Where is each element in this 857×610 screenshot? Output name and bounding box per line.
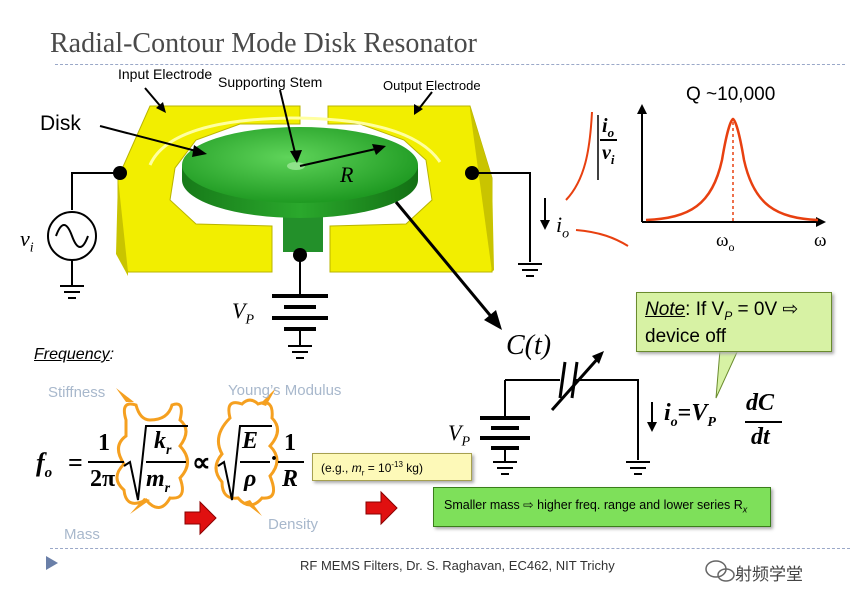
io-label: io bbox=[556, 212, 570, 242]
current-eq-dt: dt bbox=[751, 424, 770, 450]
formula-strokes bbox=[88, 421, 782, 501]
response-curve-fall bbox=[575, 229, 629, 247]
ct-label: C(t) bbox=[506, 330, 552, 361]
disk bbox=[182, 127, 418, 218]
formula-rho: ρ bbox=[244, 466, 257, 492]
ground-icon bbox=[518, 263, 542, 277]
supporting-stem-label: Supporting Stem bbox=[218, 74, 323, 90]
wechat-icon bbox=[705, 560, 735, 582]
battery-icon bbox=[272, 294, 328, 331]
note-callout: Note: If VP = 0V ⇨ device off bbox=[636, 292, 832, 352]
frequency-heading: Frequency: bbox=[34, 346, 115, 363]
disk-label: Disk bbox=[40, 112, 81, 135]
ground-icon bbox=[493, 461, 517, 475]
formula-f: fo bbox=[36, 448, 53, 482]
footer-text: RF MEMS Filters, Dr. S. Raghavan, EC462,… bbox=[300, 558, 615, 573]
footer-divider bbox=[50, 548, 850, 549]
battery-icon bbox=[480, 416, 530, 450]
omega-axis-label: ω bbox=[814, 230, 827, 251]
formula-eq: = bbox=[68, 448, 83, 477]
vp-label: VP bbox=[232, 298, 255, 328]
youngs-modulus-label: Young’s Modulus bbox=[228, 382, 342, 399]
formula-m: mr bbox=[146, 466, 171, 496]
resonance-curve bbox=[645, 117, 819, 222]
omega-o-label: ωo bbox=[716, 230, 735, 254]
electrode-gap bbox=[148, 116, 442, 166]
formula-dot: · bbox=[270, 446, 279, 472]
variable-capacitor-icon bbox=[550, 355, 602, 411]
q-plot bbox=[637, 104, 826, 227]
red-arrow-icon bbox=[365, 490, 398, 526]
red-arrow-icon bbox=[184, 500, 217, 536]
play-icon bbox=[46, 556, 58, 570]
formula-E: E bbox=[242, 428, 259, 454]
input-electrode-label: Input Electrode bbox=[118, 66, 213, 82]
watermark: 射频学堂 bbox=[735, 565, 803, 584]
formula-two-pi: 2π bbox=[90, 466, 116, 492]
ground-icon bbox=[60, 285, 84, 299]
formula-k: kr bbox=[154, 428, 172, 458]
ground-icon bbox=[626, 461, 650, 475]
example-box: (e.g., mr = 10-13 kg) bbox=[312, 453, 472, 481]
plot-y-label: io vi bbox=[600, 115, 617, 167]
stiffness-label: Stiffness bbox=[48, 384, 106, 401]
formula-one-2: 1 bbox=[284, 430, 296, 456]
mass-label: Mass bbox=[64, 526, 100, 543]
title-divider bbox=[55, 64, 845, 65]
vi-label: vi bbox=[20, 226, 34, 256]
mass-conclusion-box: Smaller mass ⇨ higher freq. range and lo… bbox=[433, 487, 771, 527]
radius-label: R bbox=[340, 162, 354, 187]
response-curve-rise bbox=[565, 111, 593, 201]
stem-top bbox=[287, 162, 305, 170]
highlight-bubbles bbox=[115, 398, 279, 509]
current-eq-dc: dC bbox=[746, 390, 775, 416]
vp-label-2: VP bbox=[448, 420, 471, 450]
page-title: Radial-Contour Mode Disk Resonator bbox=[50, 28, 477, 59]
output-electrode-label: Output Electrode bbox=[383, 78, 481, 93]
formula-R: R bbox=[282, 466, 299, 492]
current-eq-lhs: io=VP bbox=[664, 400, 716, 430]
formula-one: 1 bbox=[98, 430, 110, 456]
ground-icon bbox=[288, 345, 312, 359]
density-label: Density bbox=[268, 516, 319, 533]
q-label: Q ~10,000 bbox=[686, 84, 776, 105]
formula-prop: ∝ bbox=[192, 448, 211, 477]
